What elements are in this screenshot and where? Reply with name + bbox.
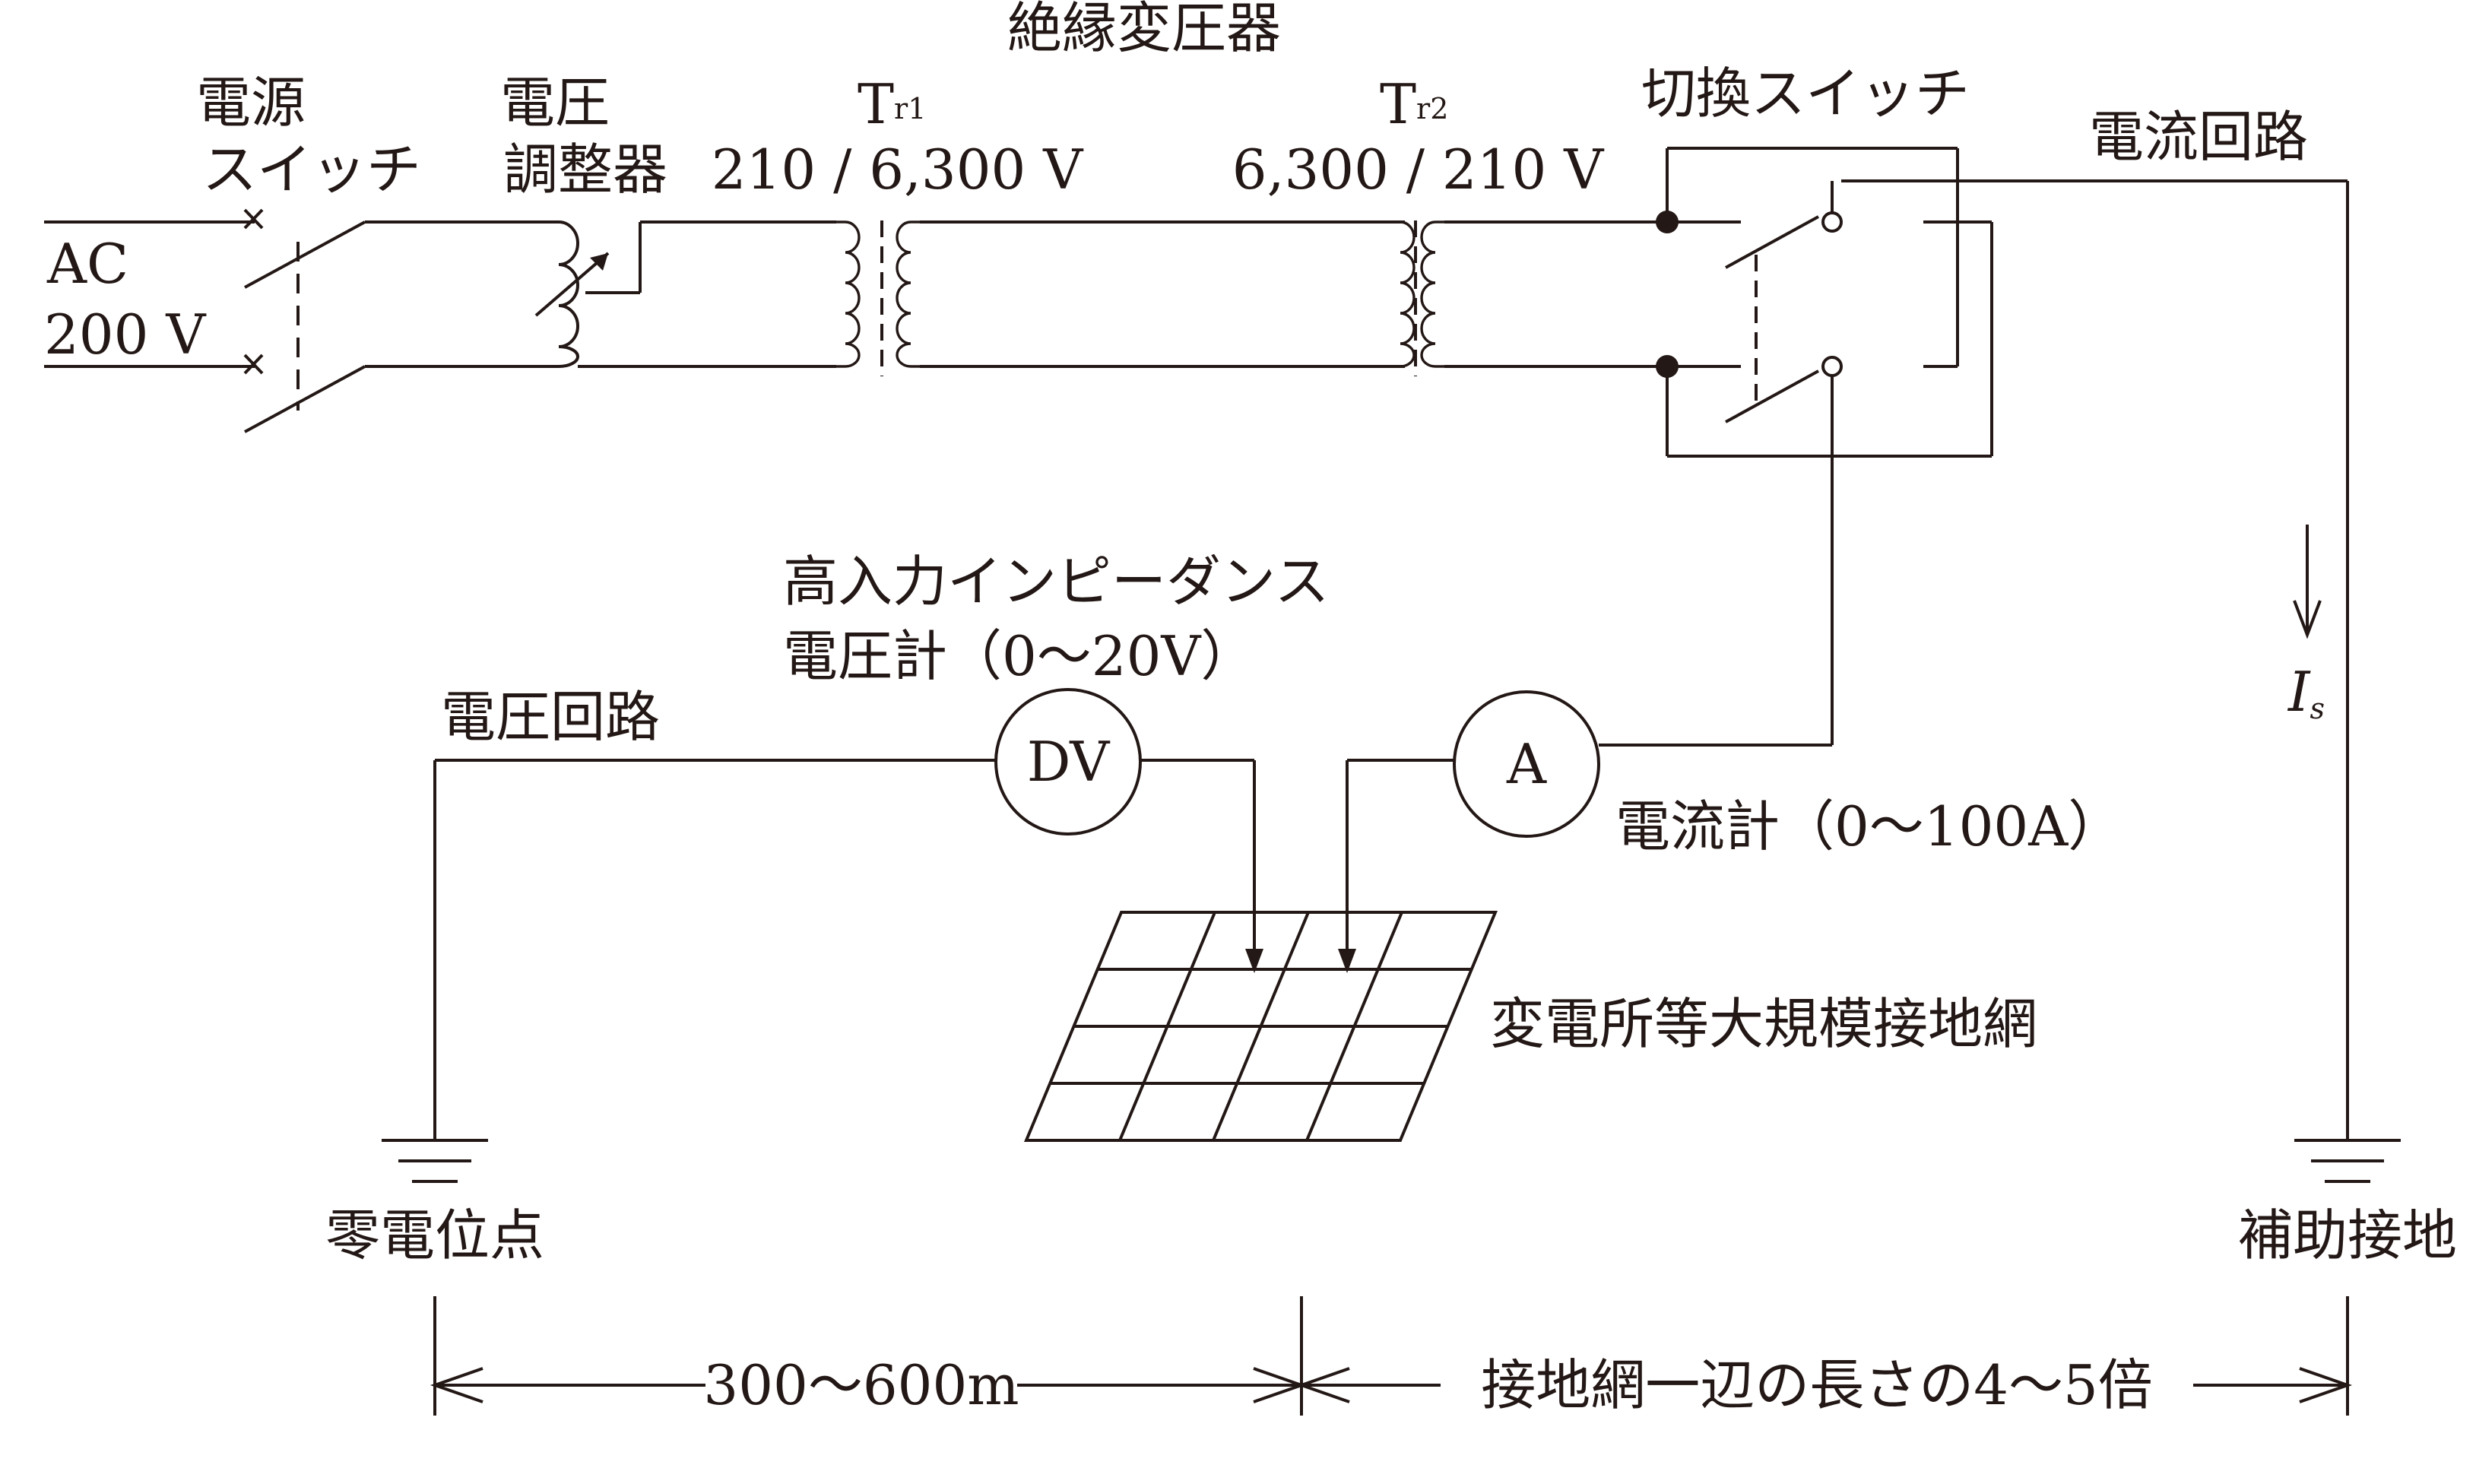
ammeter-label: 電流計（0～100A） — [1615, 794, 2123, 858]
ac-label-line2: 200 V — [44, 303, 207, 366]
insulating-transformer-title: 絶縁変圧器 — [1007, 0, 1281, 60]
transformer-tr2 — [1391, 220, 1667, 376]
grounding-grid-label: 変電所等大規模接地網 — [1490, 992, 2037, 1056]
changeover-switch — [1656, 147, 2348, 745]
voltage-circuit-wire — [433, 759, 1263, 1140]
voltage-circuit-label: 電圧回路 — [441, 685, 660, 749]
tr1-ratio: 210 / 6,300 V — [712, 138, 1084, 201]
ammeter-symbol: A — [1506, 732, 1547, 796]
dv-meter-label-line1: 高入力インピーダンス — [783, 550, 1330, 614]
zero-potential-point-label: 零電位点 — [325, 1203, 544, 1267]
auxiliary-ground-label: 補助接地 — [2238, 1203, 2457, 1267]
auxiliary-ground-symbol — [2294, 1139, 2401, 1183]
tr2-subscript: r2 — [1416, 92, 1448, 125]
transformer-tr1 — [836, 220, 1405, 376]
tr1-main-text: T — [858, 72, 894, 136]
tr2-main-text: T — [1380, 72, 1416, 136]
current-is-main: I — [2287, 660, 2311, 724]
dv-meter-symbol: DV — [1027, 730, 1111, 794]
voltage-regulator-coil — [534, 220, 836, 368]
dv-meter — [994, 688, 1142, 836]
tr2-label: Tr2 — [1380, 72, 1448, 136]
dv-meter-label-line2: 電圧計（0～20V） — [783, 624, 1255, 688]
dimension-lines — [430, 1296, 2353, 1416]
dimension-right-label: 接地網一辺の長さの4～5倍 — [1481, 1353, 2153, 1417]
tr1-label: Tr1 — [858, 72, 926, 136]
current-direction-arrow — [2293, 525, 2322, 639]
voltage-regulator-label-line2: 調整器 — [503, 138, 667, 201]
ammeter — [1338, 690, 1832, 973]
current-is-subscript: s — [2310, 692, 2325, 725]
changeover-switch-label: 切換スイッチ — [1641, 62, 1970, 125]
current-circuit-label: 電流回路 — [2089, 105, 2308, 169]
tr1-subscript: r1 — [894, 92, 926, 125]
power-switch-label-line2: スイッチ — [202, 138, 421, 201]
grounding-grid — [1024, 911, 1498, 1142]
ac-label-line1: AC — [46, 232, 128, 296]
power-switch-label-line1: 電源 — [196, 71, 306, 135]
zero-potential-ground-symbol — [382, 1139, 488, 1183]
power-switch — [244, 220, 538, 433]
tr2-ratio: 6,300 / 210 V — [1232, 138, 1605, 201]
ac-input-wires — [44, 208, 264, 375]
current-is-label: Is — [2287, 660, 2325, 725]
dimension-left-label: 300～600m — [703, 1353, 1019, 1417]
voltage-regulator-label-line1: 電圧 — [500, 71, 610, 135]
